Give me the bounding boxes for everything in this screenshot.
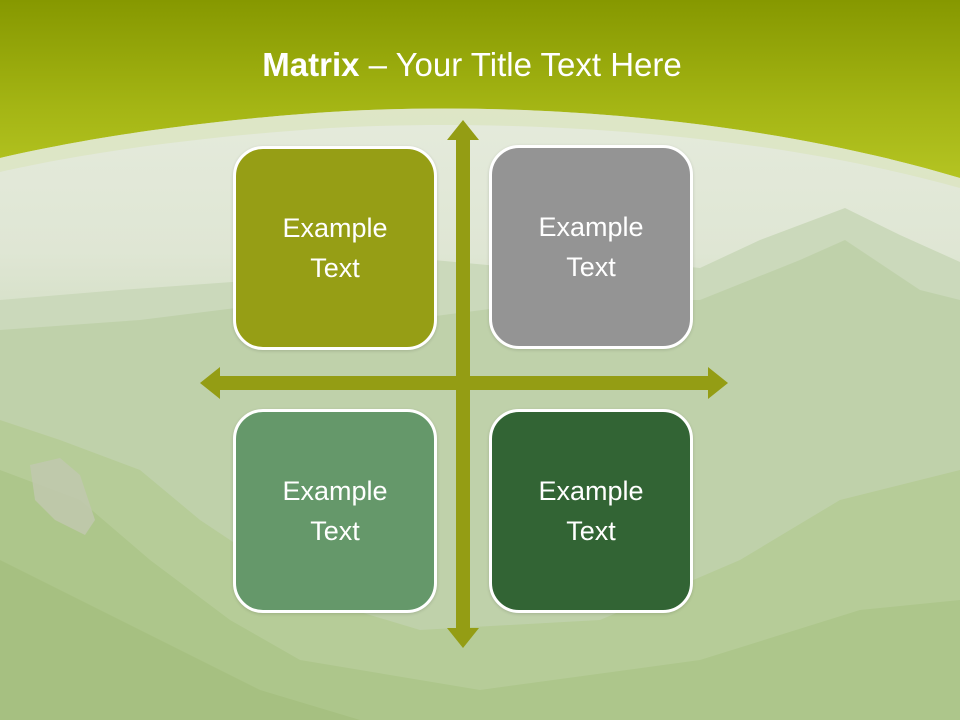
arrow-down-icon	[447, 628, 479, 648]
quadrant-bottom-right[interactable]: Example Text	[489, 409, 693, 613]
quadrant-label: Example Text	[282, 213, 388, 283]
quadrant-label: Example Text	[538, 212, 644, 282]
title-rest: – Your Title Text Here	[359, 46, 682, 83]
quadrant-top-left[interactable]: Example Text	[233, 146, 437, 350]
arrow-up-icon	[447, 120, 479, 140]
title-bold: Matrix	[262, 46, 360, 83]
horizontal-axis	[214, 376, 712, 390]
arrow-right-icon	[708, 367, 728, 399]
arrow-left-icon	[200, 367, 220, 399]
quadrant-label: Example Text	[282, 476, 388, 546]
slide-title: Matrix – Your Title Text Here	[0, 46, 944, 84]
quadrant-bottom-left[interactable]: Example Text	[233, 409, 437, 613]
quadrant-label: Example Text	[538, 476, 644, 546]
quadrant-top-right[interactable]: Example Text	[489, 145, 693, 349]
